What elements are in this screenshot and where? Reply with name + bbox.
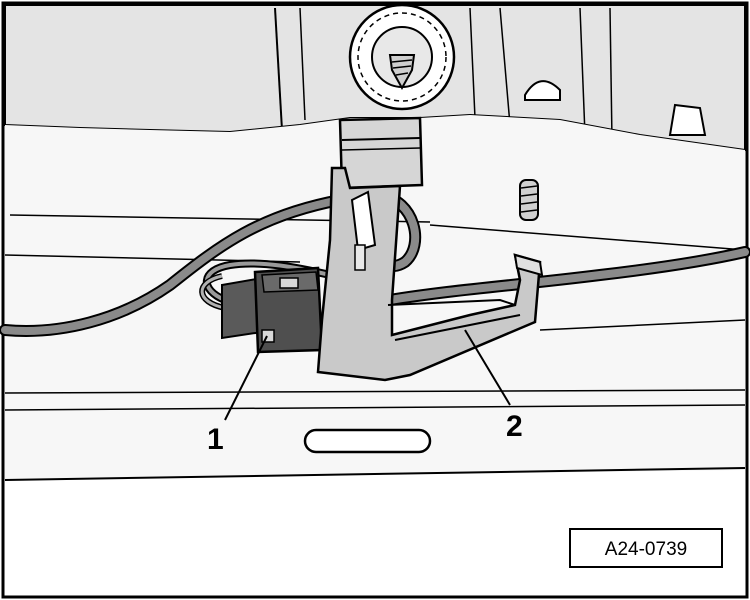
panel-rib-far-2: [609, 7, 613, 141]
threaded-stud-icon: [519, 179, 539, 221]
floor-slot: [303, 428, 432, 454]
callout-2-label: 2: [506, 410, 523, 443]
bracket-top-block: [338, 116, 424, 190]
callout-2-leader: [464, 329, 511, 406]
screw-head-icon: [348, 3, 456, 111]
retaining-clip: [316, 166, 544, 382]
panel-bump: [524, 80, 561, 101]
floor-line-6: [4, 467, 746, 481]
reference-code-box: [569, 528, 723, 568]
floor-line-3: [429, 224, 746, 251]
callout-1-label: 1: [207, 423, 224, 456]
panel-tab: [668, 103, 707, 136]
panel-rib-right-2: [499, 7, 511, 126]
callout-1-leader: [224, 335, 268, 421]
panel-rib-right: [469, 7, 476, 119]
floor-line-4: [4, 389, 746, 394]
panel-rib-far: [579, 7, 586, 136]
panel-rib-mid: [299, 7, 306, 121]
reference-code: A24-0739: [605, 539, 687, 560]
panel-rib-left: [274, 7, 283, 131]
floor-line-5: [4, 404, 746, 411]
floor-line-7: [539, 319, 746, 331]
electrical-connector: [221, 266, 324, 354]
